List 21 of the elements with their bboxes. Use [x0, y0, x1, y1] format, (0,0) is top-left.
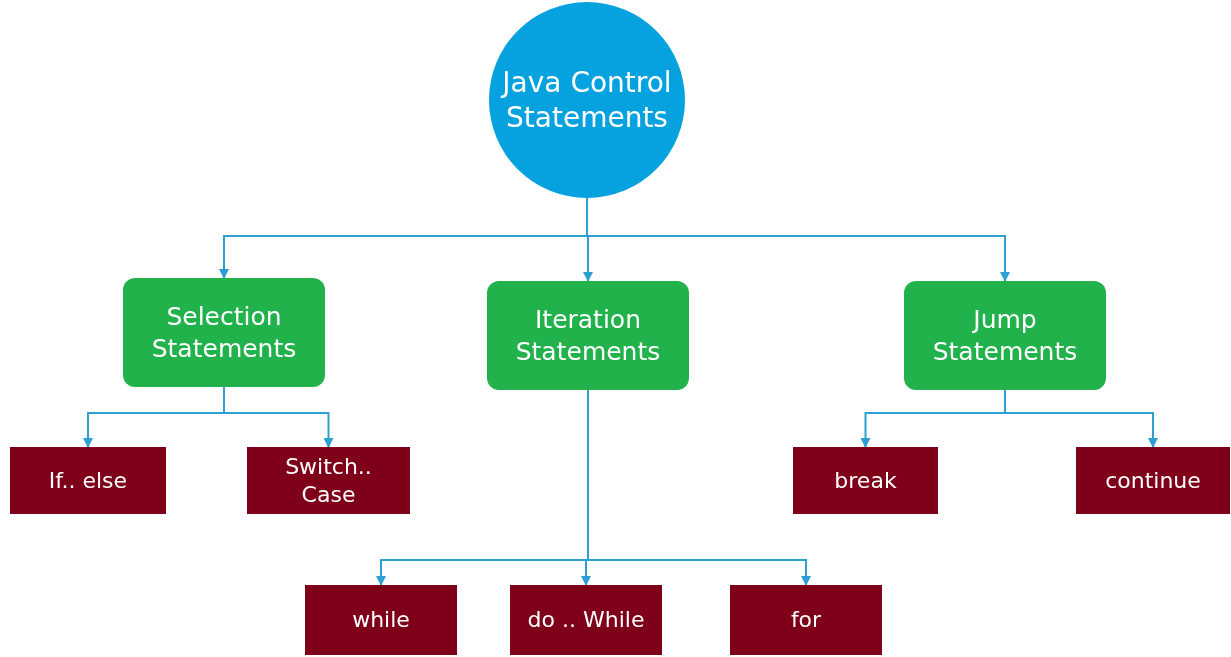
statement-box	[510, 585, 662, 655]
node-label: Jump Statements	[931, 304, 1079, 367]
node-label: If.. else	[48, 466, 128, 495]
node-label: break	[834, 466, 897, 495]
node-label: do .. While	[527, 606, 645, 634]
statement-box	[247, 447, 410, 514]
statement-box	[793, 447, 938, 514]
node-label: for	[790, 606, 822, 634]
statement-box	[1076, 447, 1230, 514]
statement-box	[10, 447, 166, 514]
node-label: while	[352, 606, 410, 634]
statement-box	[305, 585, 457, 655]
statement-box	[730, 585, 882, 655]
node-label: continue	[1105, 466, 1201, 495]
node-label: Switch.. Case	[284, 453, 373, 508]
node-label: Java Control Statements	[499, 65, 673, 135]
category-box	[904, 281, 1106, 390]
node-label: Iteration Statements	[514, 304, 662, 367]
category-box	[123, 278, 325, 387]
category-box	[487, 281, 689, 390]
node-label: Selection Statements	[150, 301, 298, 364]
